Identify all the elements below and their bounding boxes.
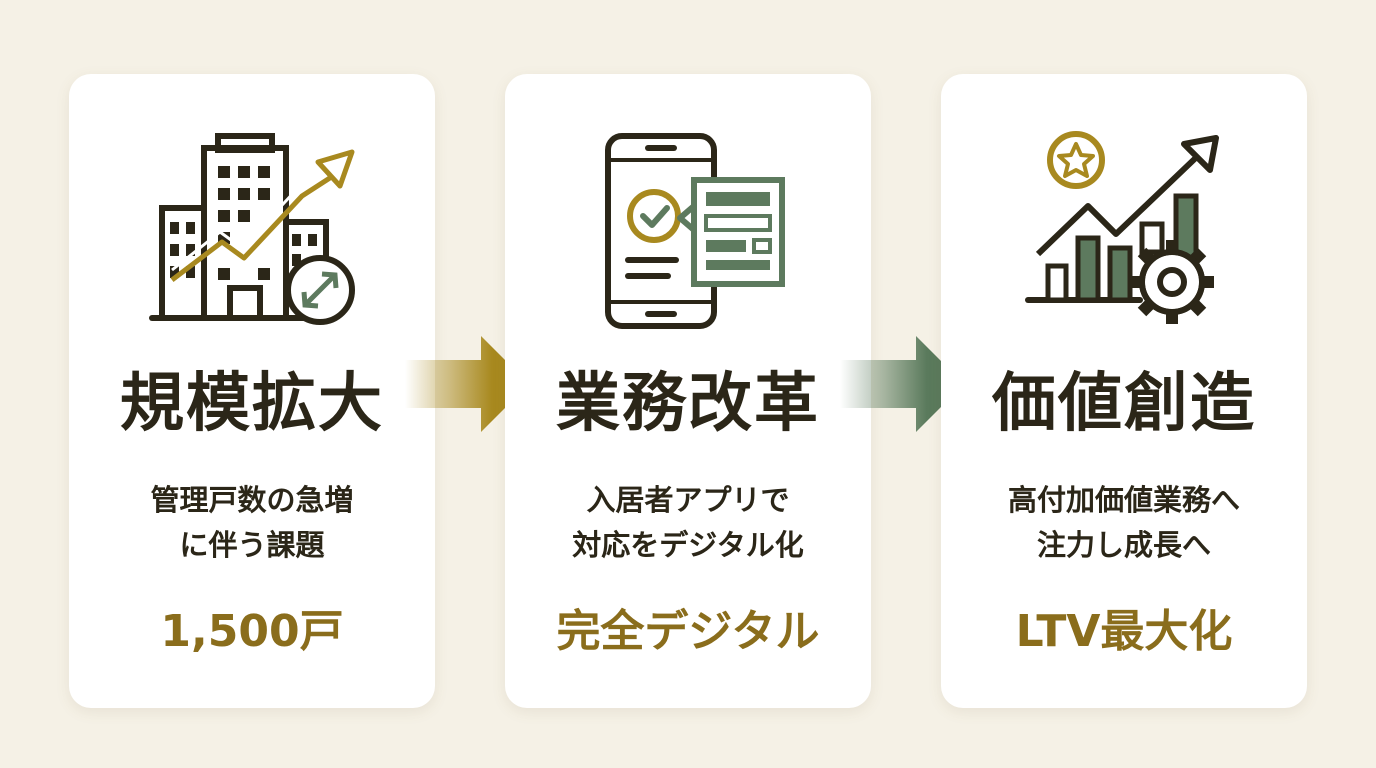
card-description-line-2: に伴う課題: [179, 528, 325, 562]
step-card-value: 価値創造 高付加価値業務へ 注力し成長へ LTV最大化: [941, 74, 1307, 708]
card-description-line-2: 注力し成長へ: [1036, 528, 1211, 562]
card-description-line-1: 入居者アプリで: [586, 483, 790, 517]
card-highlight: 完全デジタル: [556, 606, 820, 657]
card-title: 規模拡大: [120, 366, 384, 441]
step-card-reform: 業務改革 入居者アプリで 対応をデジタル化 完全デジタル: [505, 74, 871, 708]
right-arrow-icon: [840, 336, 964, 432]
growth-chart-gear-icon: [1025, 131, 1219, 324]
card-highlight: LTV最大化: [1015, 606, 1233, 657]
card-description-line-2: 対応をデジタル化: [572, 528, 804, 562]
smartphone-app-icon: [605, 133, 785, 329]
card-highlight: 1,500戸: [160, 606, 344, 657]
card-title: 業務改革: [556, 366, 820, 441]
step-card-scale: 規模拡大 管理戸数の急増 に伴う課題 1,500戸: [69, 74, 435, 708]
card-description-line-1: 高付加価値業務へ: [1007, 483, 1240, 517]
card-description-line-1: 管理戸数の急増: [150, 483, 354, 517]
card-description: 入居者アプリで 対応をデジタル化: [505, 478, 871, 568]
card-title: 価値創造: [992, 366, 1256, 441]
right-arrow-icon: [405, 336, 529, 432]
card-description: 高付加価値業務へ 注力し成長へ: [941, 478, 1307, 568]
card-description: 管理戸数の急増 に伴う課題: [69, 478, 435, 568]
buildings-growth-icon: [149, 133, 355, 325]
